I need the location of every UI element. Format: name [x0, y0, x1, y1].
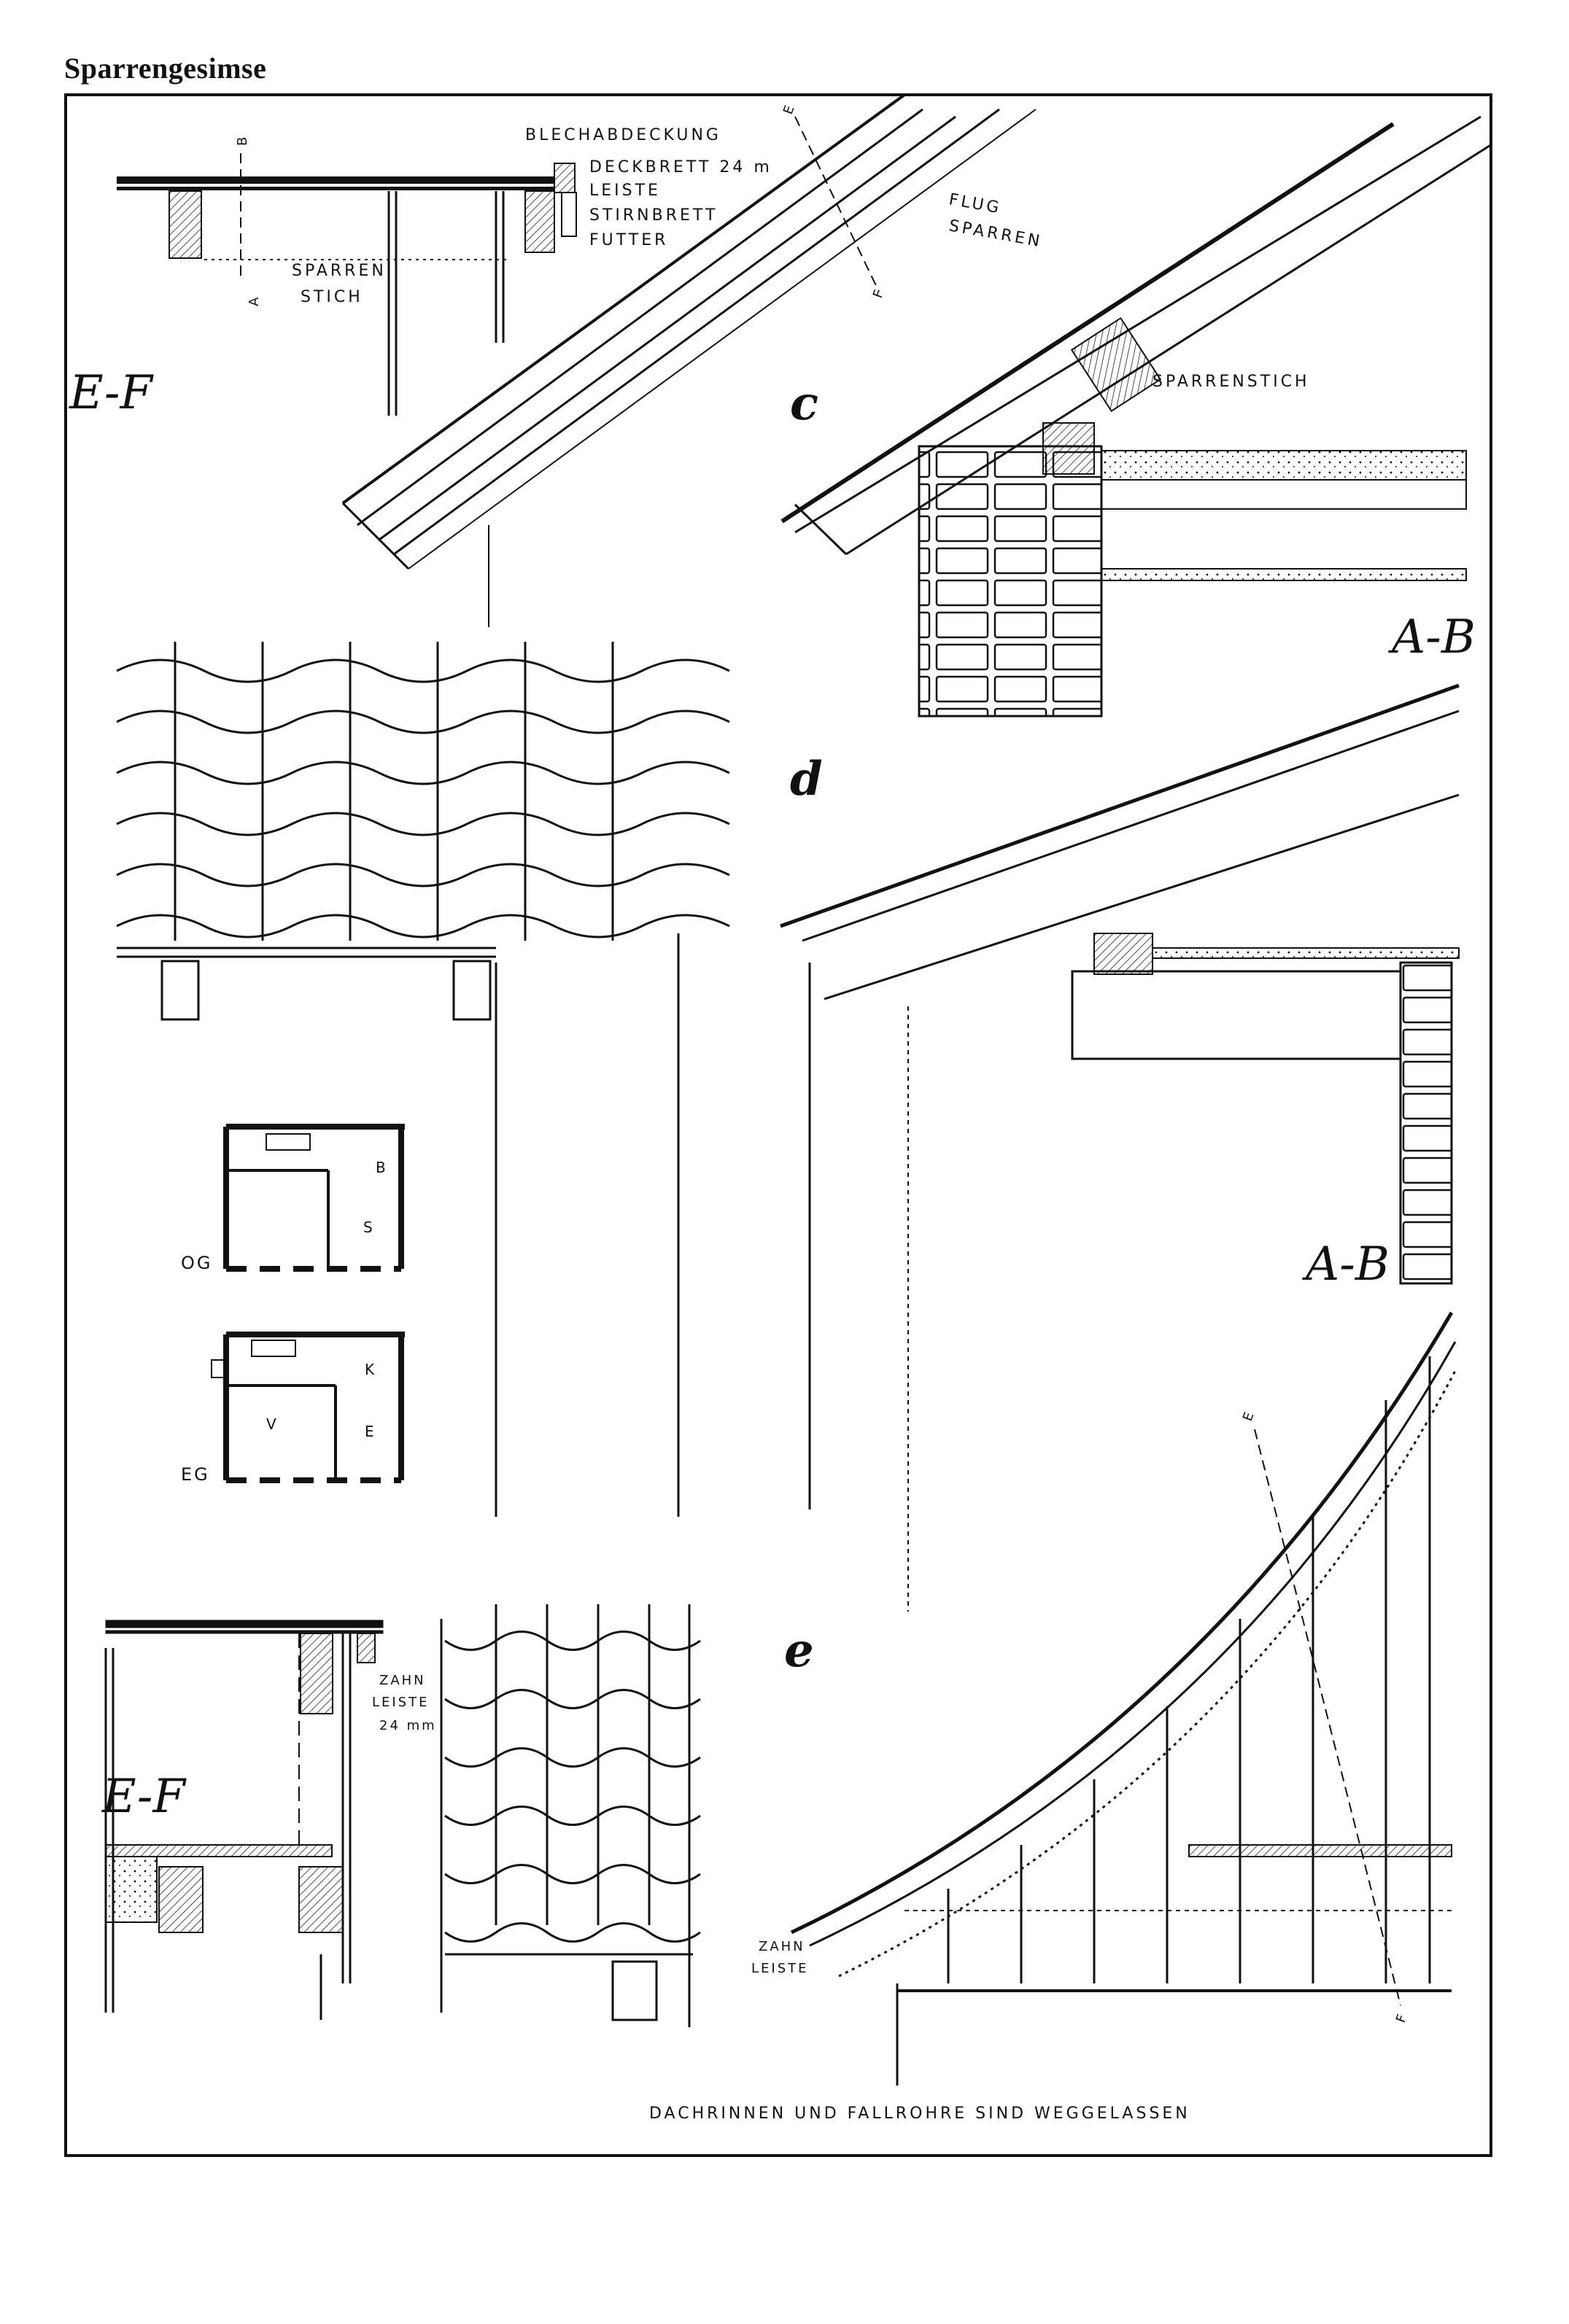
section-ef-top [117, 153, 577, 416]
cut-marker-a: A [247, 295, 262, 306]
annotation-leiste-bottom: LEISTE [372, 1695, 430, 1710]
detail-e-bellcast-section [790, 1311, 1457, 2086]
annotation-sparren-flug: SPARREN [948, 217, 1044, 251]
annotation-flug: FLUG [948, 190, 1003, 217]
annotation-futter: FUTTER [589, 231, 668, 249]
detail-d-eave-section [780, 683, 1460, 1612]
figure-label-e: e [784, 1623, 814, 1678]
section-label-ef-top: E-F [69, 366, 155, 420]
annotation-sparrenstich-c: SPARRENSTICH [1152, 373, 1310, 391]
cut-marker-f-top: F [870, 286, 888, 300]
cut-marker-b: B [235, 135, 250, 146]
section-ef-bottom [104, 1620, 384, 2020]
page-title: Sparrengesimse [64, 52, 267, 85]
floor-plan-eg [211, 1332, 405, 1483]
room-label-s: S [363, 1219, 373, 1236]
section-label-ef-bottom: E-F [101, 1770, 187, 1824]
room-label-b: B [376, 1159, 386, 1176]
room-label-k: K [365, 1361, 375, 1378]
annotation-deckbrett: DECKBRETT 24 m [589, 158, 772, 176]
annotation-stirnbrett: STIRNBRETT [589, 206, 718, 225]
figure-label-d: d [790, 752, 823, 807]
annotation-zahn: ZAHN [379, 1673, 426, 1688]
cut-marker-e-bottom: E [1240, 1408, 1258, 1423]
cut-marker-e-top: E [780, 101, 799, 117]
floor-plan-eg-label: EG [181, 1464, 210, 1485]
annotation-leiste: LEISTE [589, 182, 661, 200]
annotation-zahn-e: ZAHN [759, 1939, 805, 1954]
annotation-leiste-e: LEISTE [751, 1961, 809, 1976]
annotation-sparren: SPARREN [292, 262, 387, 280]
section-label-ab-d: A-B [1302, 1237, 1390, 1291]
room-label-v: V [266, 1415, 276, 1433]
annotation-24mm: 24 mm [379, 1718, 437, 1733]
figure-label-c: c [790, 376, 818, 431]
section-label-ab-c: A-B [1388, 610, 1476, 664]
cut-marker-f-bottom: F [1393, 2010, 1411, 2025]
flugsparren-elevation [341, 93, 1037, 627]
room-label-e: E [365, 1423, 374, 1440]
footnote: DACHRINNEN UND FALLROHRE SIND WEGGELASSE… [649, 2105, 1190, 2123]
plaintile-elevation [440, 1604, 701, 2027]
floor-plan-og [223, 1124, 405, 1272]
drawing-frame [64, 93, 1492, 2157]
floor-plan-og-label: OG [181, 1253, 213, 1273]
annotation-blechabdeckung: BLECHABDECKUNG [525, 126, 721, 144]
pantile-elevation [116, 642, 730, 1517]
detail-c-eave-section [780, 115, 1492, 718]
annotation-stich: STICH [301, 288, 363, 306]
